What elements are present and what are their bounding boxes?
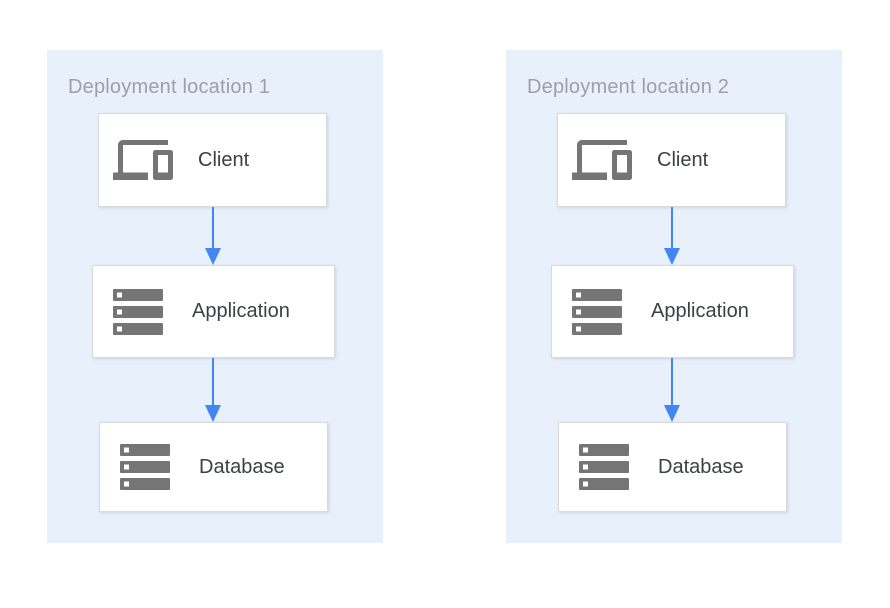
node-application: Application <box>551 265 794 358</box>
arrow-application-to-database <box>663 358 681 422</box>
deployment-location-1-group: Deployment location 1 Client <box>47 50 383 543</box>
servers-icon <box>572 288 624 335</box>
node-client: Client <box>98 113 327 207</box>
servers-icon <box>579 444 631 490</box>
arrow-client-to-application <box>663 207 681 265</box>
deployment-location-2-group: Deployment location 2 Client <box>506 50 842 543</box>
devices-icon <box>572 130 632 190</box>
node-client-label: Client <box>198 148 250 171</box>
node-database: Database <box>99 422 328 512</box>
servers-icon <box>120 444 172 490</box>
node-application-label: Application <box>192 300 290 322</box>
node-application-label: Application <box>651 300 749 322</box>
node-client: Client <box>557 113 786 207</box>
node-database-label: Database <box>658 455 744 478</box>
arrow-client-to-application <box>204 207 222 265</box>
deployment-location-1-title: Deployment location 1 <box>68 76 271 98</box>
arrow-application-to-database <box>204 358 222 422</box>
devices-icon <box>113 130 173 190</box>
node-database-label: Database <box>199 455 285 478</box>
deployment-location-2-title: Deployment location 2 <box>527 76 730 98</box>
node-database: Database <box>558 422 787 512</box>
node-application: Application <box>92 265 335 358</box>
node-client-label: Client <box>657 148 709 171</box>
servers-icon <box>113 288 165 335</box>
